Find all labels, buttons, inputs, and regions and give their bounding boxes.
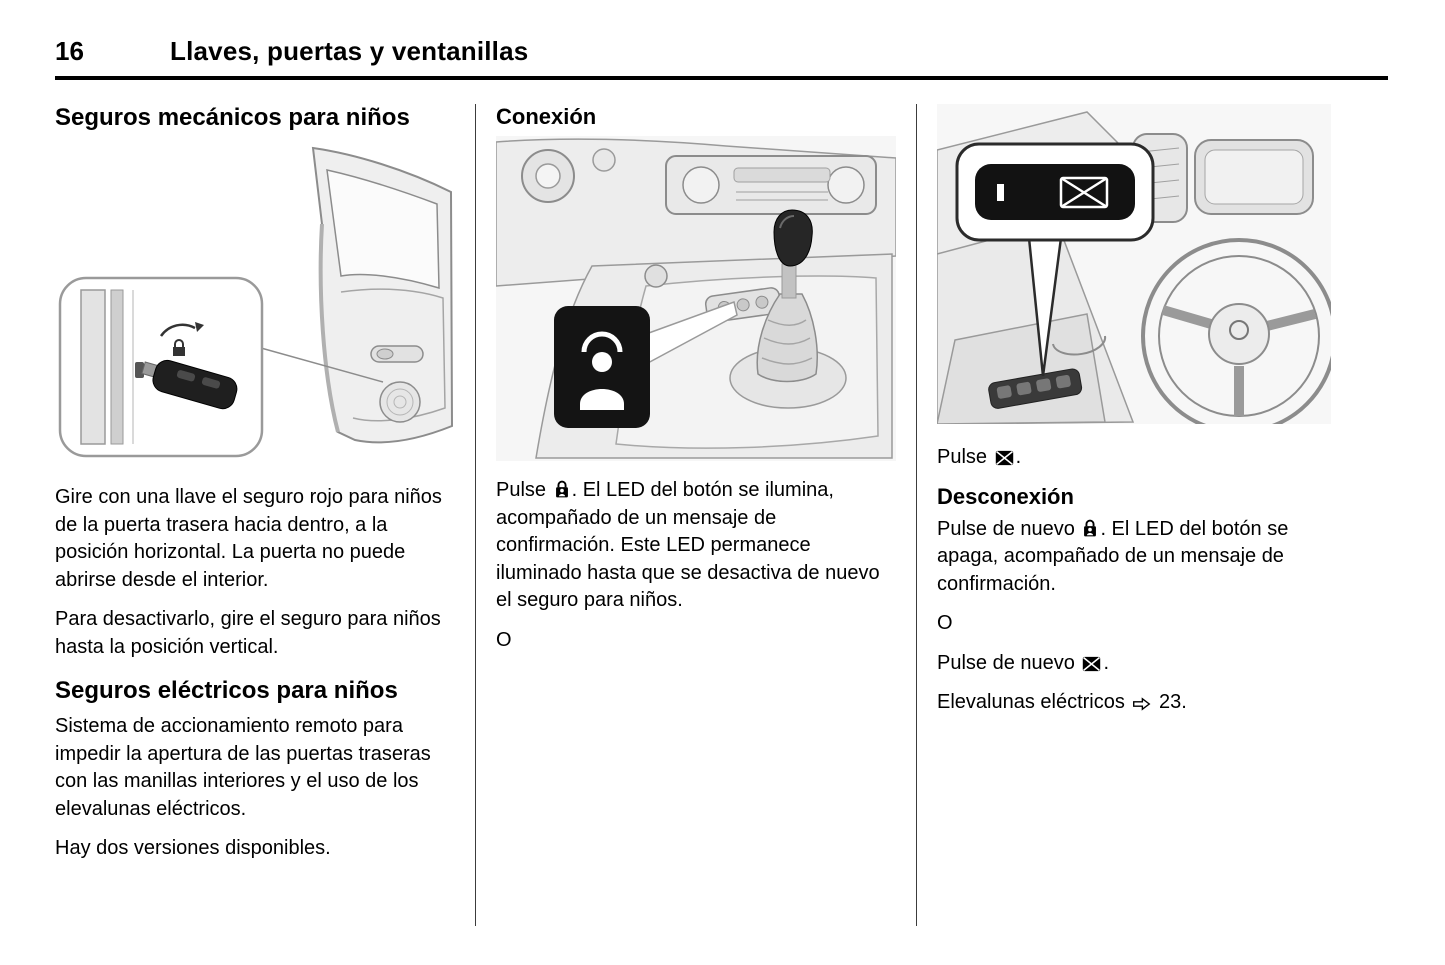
- chapter-title: Llaves, puertas y ventanillas: [170, 36, 529, 66]
- electric-lock-description: Sistema de accionamiento remoto para imp…: [55, 715, 431, 820]
- window-inhibit-glyph: [1059, 176, 1109, 209]
- figure-center-console-child-lock-button: [496, 136, 896, 461]
- activation-text-after: . El LED del botón se ilumina, acompañad…: [496, 479, 880, 611]
- press-again-text-after: .: [1103, 651, 1109, 674]
- content-columns: Seguros mecánicos para niños: [55, 104, 1388, 926]
- lock-glyph-icon: [173, 339, 185, 356]
- child-lock-badge: [554, 306, 650, 428]
- press-again-window-lock-instruction: Pulse de nuevo .: [937, 650, 1331, 678]
- gear-shifter: [729, 209, 847, 409]
- key-fob: [141, 359, 238, 410]
- heading-deactivation: Desconexión: [937, 483, 1074, 509]
- column-divider: [475, 104, 476, 926]
- child-safety-lock-icon: [554, 480, 570, 499]
- press-text-before: Pulse: [937, 446, 993, 468]
- door-speaker: [379, 381, 421, 423]
- or-label: O: [937, 612, 953, 634]
- deactivation-instructions: Pulse de nuevo . El LED del botón se apa…: [937, 516, 1331, 599]
- mechanical-unlock-instructions: Para desactivarlo, gire el seguro para n…: [55, 608, 441, 658]
- cross-reference-page: 23.: [1153, 691, 1187, 713]
- page-header: 16 Llaves, puertas y ventanillas: [55, 36, 1388, 80]
- heading-mechanical-child-locks: Seguros mecánicos para niños: [55, 104, 410, 131]
- figure-door-panel-window-lock-button: [937, 104, 1331, 424]
- rotation-arrow-icon: [195, 322, 204, 332]
- middle-column: Conexión: [496, 104, 896, 926]
- activation-text-before: Pulse: [496, 479, 552, 501]
- heading-electric-child-locks: Seguros eléctricos para niños: [55, 677, 398, 704]
- child-lock-slot: [135, 362, 144, 378]
- steering-wheel: [1141, 238, 1331, 424]
- window-lock-button-callout: [955, 142, 1155, 242]
- window-inhibit-icon: [995, 450, 1014, 466]
- left-column: Seguros mecánicos para niños: [55, 104, 455, 926]
- page-number: 16: [55, 36, 84, 66]
- cross-reference: Elevalunas eléctricos 23.: [937, 689, 1331, 717]
- deactivation-text-after: . El LED del botón se apaga, acompañado …: [937, 517, 1289, 595]
- climate-control-panel: [665, 155, 877, 215]
- figure-rear-door-child-lock: [55, 140, 455, 462]
- electric-lock-versions: Hay dos versiones disponibles.: [55, 837, 331, 859]
- mechanical-lock-instructions: Gire con una llave el seguro rojo para n…: [55, 486, 442, 591]
- heading-activation: Conexión: [496, 104, 597, 129]
- cross-reference-text: Elevalunas eléctricos: [937, 691, 1131, 713]
- press-text-after: .: [1015, 446, 1022, 468]
- right-column: Pulse . Desconexión Pulse de nuevo . El …: [937, 104, 1331, 926]
- activation-instructions: Pulse . El LED del botón se ilumina, aco…: [496, 477, 896, 615]
- column-divider: [916, 104, 917, 926]
- door-pull-handle: [1052, 335, 1107, 356]
- window-switch-bank: [988, 368, 1083, 409]
- child-safety-lock-icon: [1082, 519, 1098, 538]
- deactivation-text-before: Pulse de nuevo: [937, 517, 1081, 540]
- page-reference-arrow-icon: [1132, 697, 1151, 711]
- or-label: O: [496, 628, 512, 651]
- window-inhibit-icon: [1082, 656, 1101, 672]
- press-window-lock-instruction: Pulse .: [937, 444, 1331, 472]
- press-again-text-before: Pulse de nuevo: [937, 651, 1081, 674]
